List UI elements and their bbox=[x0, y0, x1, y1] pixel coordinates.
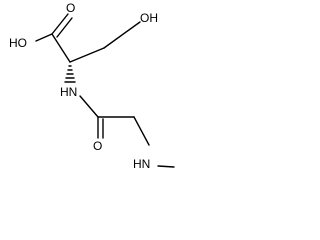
atom-label-amine-nh: HN bbox=[133, 157, 150, 171]
bond-cooh-double-b bbox=[56, 17, 73, 38]
bond-n-carbonyl bbox=[79, 95, 99, 118]
atom-label-acid-o: O bbox=[66, 1, 75, 15]
bond-alpha-n-hashed-wedge bbox=[64, 65, 76, 83]
bond-ch2-amine bbox=[133, 116, 150, 146]
bond-cbeta-oh bbox=[103, 21, 141, 49]
atom-label-side-oh: OH bbox=[140, 11, 158, 25]
atom-label-amide-nh: HN bbox=[60, 85, 77, 99]
bond-cooh-c-o bbox=[35, 33, 53, 42]
bond-amine-methyl bbox=[157, 165, 175, 168]
atom-label-amide-o: O bbox=[93, 139, 102, 153]
molecule-structure: HO O OH HN O HN bbox=[9, 1, 175, 171]
bond-cooh-double-a bbox=[51, 13, 69, 35]
bond-alpha-cbeta bbox=[69, 47, 105, 63]
bond-cooh-c-alpha bbox=[51, 33, 71, 63]
atom-label-acid-oh: HO bbox=[9, 36, 27, 50]
